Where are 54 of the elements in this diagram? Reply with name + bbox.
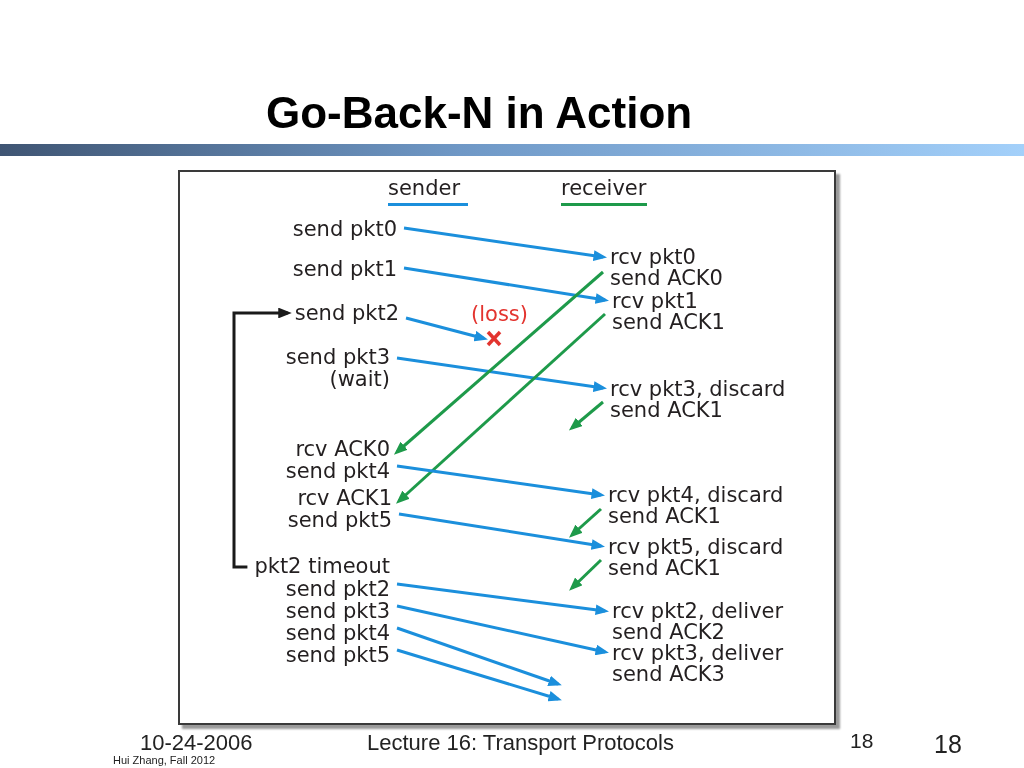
event-text: send pkt3	[285, 600, 390, 622]
event-text: rcv pkt4, discard	[608, 485, 784, 506]
event-text: rcv pkt3, deliver	[612, 643, 784, 664]
arrow	[569, 507, 602, 538]
event-text: rcv ACK0	[294, 438, 390, 460]
event-text: send ACK1	[608, 558, 722, 579]
event-text: rcv pkt1	[612, 291, 699, 312]
event-text: send ACK3	[612, 664, 726, 685]
event-text: send ACK1	[610, 400, 724, 421]
loss-note: (loss)	[471, 302, 528, 326]
page-number: 18	[934, 731, 962, 757]
event-text: rcv ACK1	[296, 487, 392, 509]
event-text: send pkt4	[285, 460, 390, 482]
footer-text: Lecture 16: Transport Protocols	[367, 731, 674, 754]
event-text: send ACK2	[612, 622, 726, 643]
arrow	[405, 316, 488, 342]
footer-date: 10-24-2006	[140, 731, 253, 754]
slide-title: Go-Back-N in Action	[266, 88, 693, 138]
arrow	[403, 226, 607, 261]
event-text: rcv pkt3, discard	[610, 379, 786, 400]
arrow	[398, 512, 605, 550]
event-text: send pkt5	[287, 509, 392, 531]
event-text: send pkt2	[285, 578, 390, 600]
arrow	[396, 626, 562, 686]
event-text: rcv pkt5, discard	[608, 537, 784, 558]
event-text: send pkt5	[285, 644, 390, 666]
arrow	[396, 464, 605, 499]
arrow	[396, 648, 562, 702]
event-text: send ACK1	[612, 312, 725, 333]
arrow	[396, 312, 606, 504]
event-text: pkt2 timeout	[254, 555, 390, 577]
author-credit: Hui Zhang, Fall 2012	[113, 754, 216, 766]
event-text: (wait)	[328, 368, 390, 390]
timeout-arrow	[232, 307, 292, 569]
x-mark-icon	[486, 330, 502, 347]
page-number: 18	[850, 730, 874, 752]
arrow	[568, 400, 604, 431]
event-text: send pkt2	[294, 302, 399, 324]
legend-text: sender	[388, 176, 461, 200]
event-text: send pkt4	[285, 622, 390, 644]
event-text: send pkt1	[292, 258, 397, 280]
event-text: rcv pkt2, deliver	[612, 601, 784, 622]
event-text: send ACK0	[610, 268, 723, 289]
legend-text: receiver	[561, 176, 647, 200]
arrow	[396, 582, 609, 616]
arrow	[396, 356, 607, 392]
event-text: send pkt3	[285, 346, 390, 368]
event-text: send ACK1	[608, 506, 722, 527]
arrow	[396, 604, 609, 656]
arrow	[569, 558, 603, 591]
event-text: send pkt0	[292, 218, 397, 240]
arrow	[403, 266, 609, 304]
arrow	[393, 270, 604, 455]
event-text: rcv pkt0	[610, 247, 697, 268]
